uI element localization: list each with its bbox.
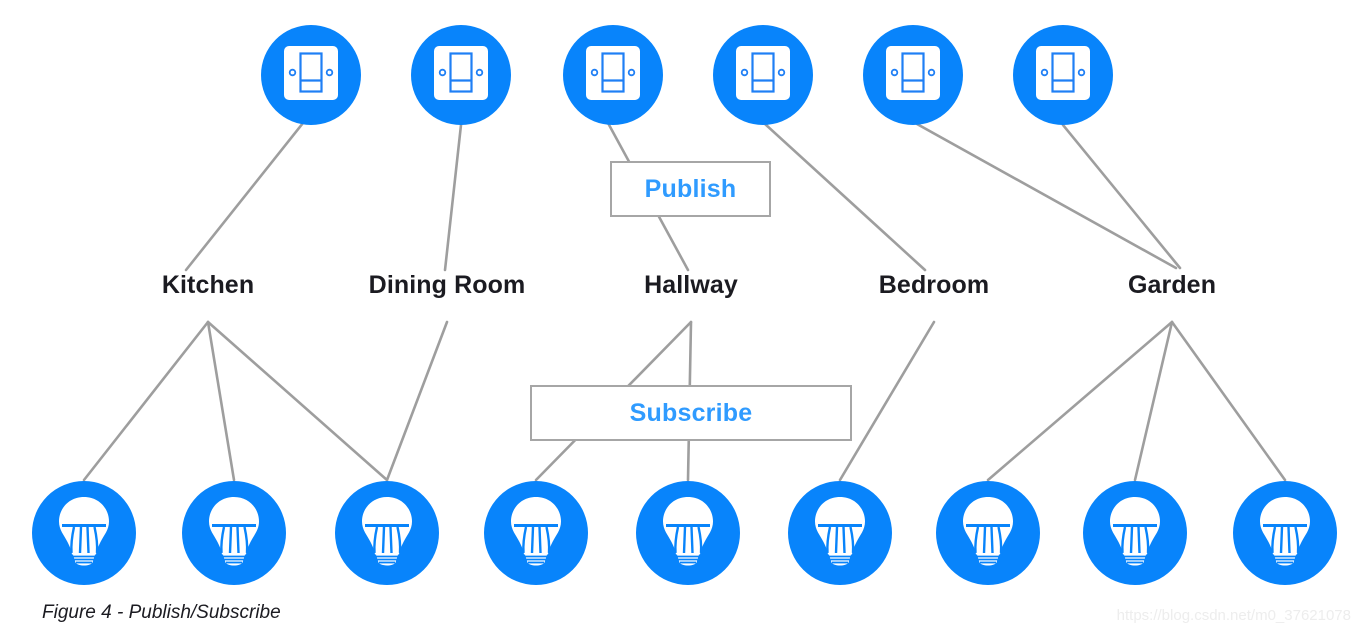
- light-switch-icon: [582, 42, 644, 109]
- subscribe-wire-room-kitchen-to-bulb-3: [206, 320, 389, 482]
- subscribe-wire-room-kitchen-to-bulb-1: [82, 320, 210, 482]
- subscribe-wire-room-garden-to-bulb-9: [1170, 320, 1287, 482]
- light-bulb-icon: [955, 494, 1021, 573]
- room-hallway: Hallway: [644, 271, 738, 299]
- bulb-9[interactable]: [1233, 481, 1337, 585]
- light-bulb-icon: [1252, 494, 1318, 573]
- subscribe-tag-box: Subscribe: [530, 385, 852, 441]
- bulb-1[interactable]: [32, 481, 136, 585]
- switch-6[interactable]: [1013, 25, 1113, 125]
- room-dining-room: Dining Room: [368, 271, 526, 299]
- light-bulb-icon: [503, 494, 569, 573]
- subscribe-wire-room-bedroom-to-bulb-6: [838, 320, 936, 482]
- light-switch-icon: [732, 42, 794, 109]
- light-bulb-icon: [655, 494, 721, 573]
- publish-wire-switch-4-to-room-bedroom: [763, 122, 927, 272]
- bulb-4[interactable]: [484, 481, 588, 585]
- subscribe-wire-room-dining-room-to-bulb-3: [385, 320, 449, 482]
- figure-caption: Figure 4 - Publish/Subscribe: [42, 602, 281, 623]
- publish-wire-switch-5-to-room-garden: [915, 122, 1178, 270]
- room-kitchen: Kitchen: [161, 271, 255, 299]
- light-bulb-icon: [51, 494, 117, 573]
- bulb-6[interactable]: [788, 481, 892, 585]
- bulb-2[interactable]: [182, 481, 286, 585]
- subscribe-wire-room-kitchen-to-bulb-2: [206, 320, 236, 482]
- light-bulb-icon: [354, 494, 420, 573]
- room-garden: Garden: [1127, 271, 1217, 299]
- subscribe-wire-room-garden-to-bulb-8: [1133, 320, 1174, 482]
- subscribe-wire-room-garden-to-bulb-7: [986, 320, 1174, 482]
- publish-wire-switch-6-to-room-garden: [1061, 123, 1182, 270]
- bulb-5[interactable]: [636, 481, 740, 585]
- subscribe-wire-group: [82, 320, 1287, 482]
- publish-wire-switch-2-to-room-dining-room: [443, 123, 463, 272]
- bulb-3[interactable]: [335, 481, 439, 585]
- publish-tag-box: Publish: [610, 161, 771, 217]
- watermark-text: https://blog.csdn.net/m0_37621078: [1116, 607, 1351, 624]
- light-bulb-icon: [807, 494, 873, 573]
- bulb-7[interactable]: [936, 481, 1040, 585]
- bulb-8[interactable]: [1083, 481, 1187, 585]
- light-switch-icon: [430, 42, 492, 109]
- room-bedroom: Bedroom: [878, 271, 990, 299]
- light-switch-icon: [280, 42, 342, 109]
- light-bulb-icon: [1102, 494, 1168, 573]
- switch-5[interactable]: [863, 25, 963, 125]
- switch-1[interactable]: [261, 25, 361, 125]
- light-switch-icon: [882, 42, 944, 109]
- light-switch-icon: [1032, 42, 1094, 109]
- switch-2[interactable]: [411, 25, 511, 125]
- switch-3[interactable]: [563, 25, 663, 125]
- switch-4[interactable]: [713, 25, 813, 125]
- light-bulb-icon: [201, 494, 267, 573]
- publish-wire-switch-1-to-room-kitchen: [184, 121, 305, 272]
